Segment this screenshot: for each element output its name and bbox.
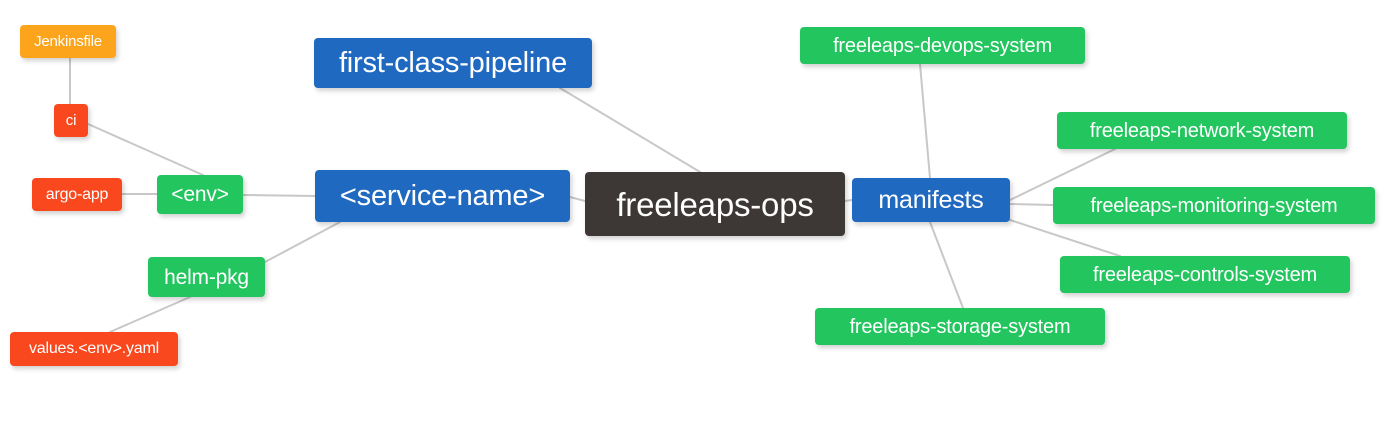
- node-label-freeleaps-storage-system: freeleaps-storage-system: [849, 315, 1071, 338]
- node-freeleaps-ops[interactable]: freeleaps-ops: [585, 172, 845, 236]
- edge-service-name-to-helm-pkg: [264, 221, 341, 263]
- node-label-freeleaps-monitoring-system: freeleaps-monitoring-system: [1090, 194, 1338, 217]
- node-label-service-name: <service-name>: [339, 179, 546, 212]
- edge-ci-to-env: [87, 123, 204, 176]
- node-label-argo-app: argo-app: [45, 185, 109, 203]
- edge-manifests-to-freeleaps-monitoring-system: [1009, 203, 1054, 206]
- edge-manifests-to-freeleaps-controls-system: [1009, 219, 1121, 257]
- node-jenkinsfile[interactable]: Jenkinsfile: [20, 25, 116, 58]
- node-freeleaps-monitoring-system[interactable]: freeleaps-monitoring-system: [1053, 187, 1375, 224]
- node-argo-app[interactable]: argo-app: [32, 178, 122, 211]
- node-label-freeleaps-controls-system: freeleaps-controls-system: [1093, 263, 1317, 286]
- node-freeleaps-network-system[interactable]: freeleaps-network-system: [1057, 112, 1347, 149]
- edge-manifests-to-freeleaps-network-system: [1009, 148, 1116, 201]
- node-freeleaps-controls-system[interactable]: freeleaps-controls-system: [1060, 256, 1350, 293]
- node-helm-pkg[interactable]: helm-pkg: [148, 257, 265, 297]
- edge-freeleaps-ops-to-manifests: [844, 199, 853, 202]
- node-freeleaps-devops-system[interactable]: freeleaps-devops-system: [800, 27, 1085, 64]
- edge-manifests-to-freeleaps-devops-system: [919, 63, 931, 179]
- node-label-freeleaps-devops-system: freeleaps-devops-system: [833, 34, 1052, 57]
- node-ci[interactable]: ci: [54, 104, 88, 137]
- edge-service-name-to-freeleaps-ops: [569, 196, 586, 202]
- edge-manifests-to-freeleaps-storage-system: [929, 221, 964, 309]
- node-label-first-class-pipeline: first-class-pipeline: [338, 46, 568, 79]
- edge-first-class-pipeline-to-freeleaps-ops: [559, 87, 701, 173]
- node-label-env: <env>: [171, 183, 229, 206]
- node-label-jenkinsfile: Jenkinsfile: [34, 33, 102, 50]
- node-manifests[interactable]: manifests: [852, 178, 1010, 222]
- node-values-yaml[interactable]: values.<env>.yaml: [10, 332, 178, 366]
- node-service-name[interactable]: <service-name>: [315, 170, 570, 222]
- node-label-manifests: manifests: [878, 185, 984, 214]
- node-label-values-yaml: values.<env>.yaml: [28, 340, 159, 357]
- edge-env-to-service-name: [242, 194, 316, 197]
- node-label-helm-pkg: helm-pkg: [164, 265, 249, 289]
- node-env[interactable]: <env>: [157, 175, 243, 214]
- node-first-class-pipeline[interactable]: first-class-pipeline: [314, 38, 592, 88]
- node-label-freeleaps-network-system: freeleaps-network-system: [1089, 119, 1315, 142]
- node-label-ci: ci: [65, 112, 77, 129]
- node-freeleaps-storage-system[interactable]: freeleaps-storage-system: [815, 308, 1105, 345]
- edge-helm-pkg-to-values-yaml: [109, 296, 191, 333]
- node-label-freeleaps-ops: freeleaps-ops: [616, 185, 814, 223]
